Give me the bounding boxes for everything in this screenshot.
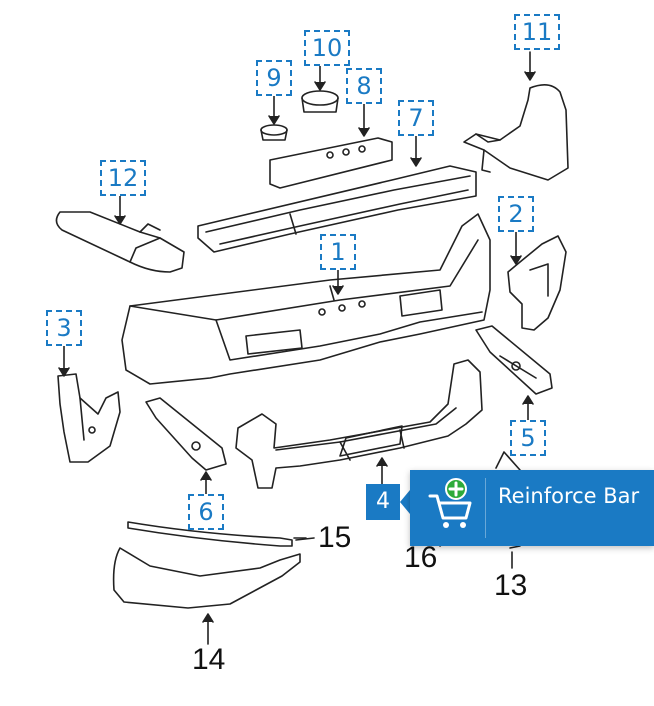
label-15: 15 bbox=[318, 521, 352, 554]
part-2-shape bbox=[507, 235, 567, 331]
part-11-shape bbox=[463, 84, 569, 181]
callout-4-selected[interactable]: 4 bbox=[366, 484, 400, 520]
callout-3[interactable]: 3 bbox=[46, 310, 82, 346]
part-4-shape bbox=[235, 359, 483, 489]
callout-11[interactable]: 11 bbox=[514, 14, 560, 50]
tooltip-pointer bbox=[400, 490, 410, 514]
part-6-shape bbox=[145, 397, 227, 471]
callout-12[interactable]: 12 bbox=[100, 160, 146, 196]
part-1-shape bbox=[121, 213, 491, 385]
part-5-shape bbox=[475, 325, 553, 395]
callout-2[interactable]: 2 bbox=[498, 196, 534, 232]
callout-9[interactable]: 9 bbox=[256, 60, 292, 96]
callout-1[interactable]: 1 bbox=[320, 234, 356, 270]
label-16: 16 bbox=[404, 541, 438, 574]
callout-7[interactable]: 7 bbox=[398, 100, 434, 136]
part-12-shape bbox=[55, 211, 185, 273]
leader-arrows bbox=[58, 51, 536, 645]
add-to-cart-icon bbox=[428, 478, 472, 528]
callout-6[interactable]: 6 bbox=[188, 494, 224, 530]
part-7-shape bbox=[197, 165, 477, 253]
label-13: 13 bbox=[494, 569, 528, 602]
callout-5[interactable]: 5 bbox=[510, 420, 546, 456]
part-tooltip: Reinforce Bar bbox=[410, 470, 654, 546]
part-8-shape bbox=[269, 137, 393, 189]
label-14: 14 bbox=[192, 643, 226, 676]
part-name-label: Reinforce Bar bbox=[498, 484, 640, 508]
part-9-shape bbox=[260, 124, 288, 141]
part-10-shape bbox=[301, 90, 339, 113]
callout-8[interactable]: 8 bbox=[346, 68, 382, 104]
tooltip-divider bbox=[485, 478, 486, 538]
part-15-shape bbox=[127, 521, 307, 547]
part-14-shape bbox=[112, 547, 301, 609]
add-to-cart-button[interactable] bbox=[410, 470, 484, 546]
callout-10[interactable]: 10 bbox=[304, 30, 350, 66]
part-3-shape bbox=[57, 373, 121, 463]
